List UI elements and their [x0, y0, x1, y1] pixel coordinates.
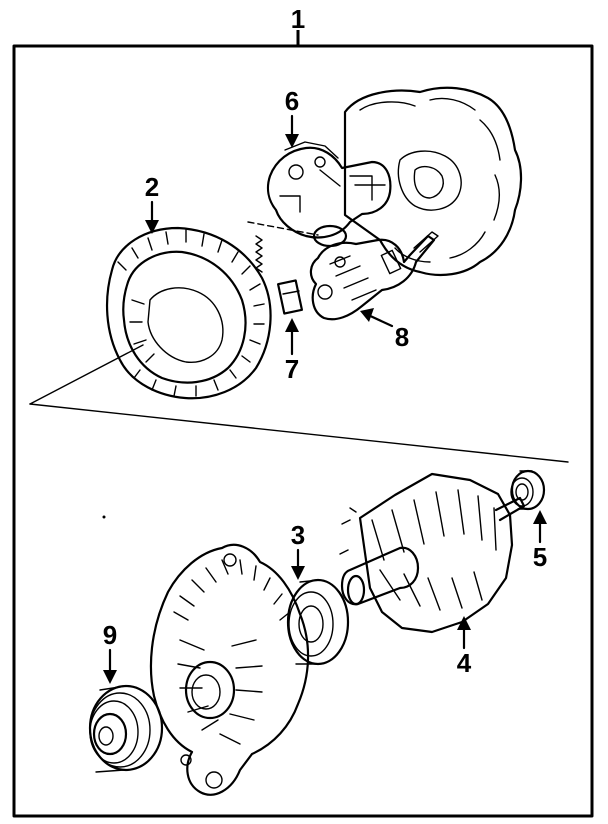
- callout-4: 4: [457, 648, 472, 678]
- callout-7: 7: [285, 354, 299, 384]
- speck-mark: [102, 515, 106, 519]
- guide-lines: [29, 221, 569, 463]
- callout-8: 8: [395, 322, 409, 352]
- callout-5: 5: [533, 542, 547, 572]
- callout-1: 1: [291, 4, 305, 34]
- callout-5-group: 5: [533, 510, 547, 572]
- callout-9-group: 9: [103, 620, 117, 684]
- callout-7-group: 7: [285, 318, 299, 384]
- callout-2-group: 2: [145, 172, 159, 234]
- rear-bearing-part: [510, 469, 546, 511]
- rotor-part: [339, 472, 526, 634]
- front-housing-part: [149, 543, 310, 796]
- front-bearing-part: [286, 578, 350, 666]
- callout-6: 6: [285, 86, 299, 116]
- pulley-part: [88, 684, 164, 773]
- callout-3-group: 3: [291, 520, 305, 580]
- stator-part: [105, 226, 272, 400]
- callout-6-group: 6: [285, 86, 299, 148]
- assembly-frame: [12, 30, 594, 818]
- callout-9: 9: [103, 620, 117, 650]
- rear-housing-regulator-part: [266, 86, 523, 277]
- callout-4-group: 4: [457, 616, 472, 678]
- callout-3: 3: [291, 520, 305, 550]
- callout-8-group: 8: [360, 308, 409, 352]
- rectifier-part: [309, 231, 439, 321]
- brush-part: [255, 235, 304, 315]
- callout-2: 2: [145, 172, 159, 202]
